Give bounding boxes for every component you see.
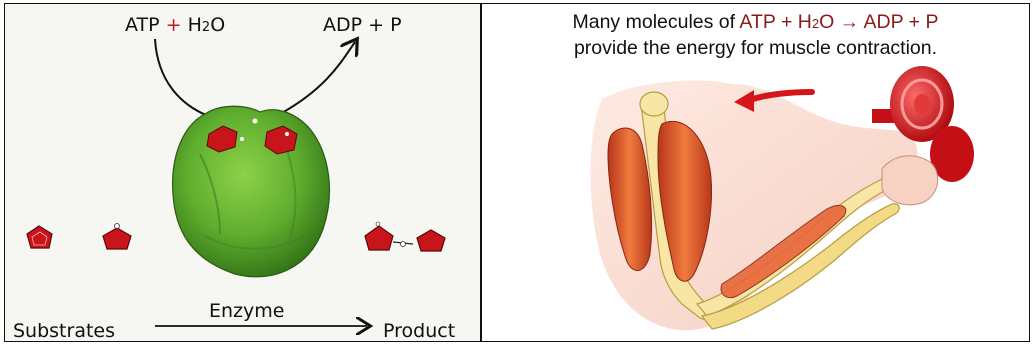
arm-illustration — [482, 4, 1029, 341]
enzyme-illustration — [5, 4, 480, 341]
atp-h2o-label: ATP + H2O — [125, 14, 225, 36]
fist — [882, 156, 938, 205]
product-label: Product — [383, 320, 455, 341]
substrate-molecule-2 — [103, 224, 131, 250]
adp-p-label: ADP + P — [323, 14, 402, 36]
product-molecule — [365, 222, 445, 251]
muscle-contraction-panel: Many molecules of ATP + H2O → ADP + P pr… — [482, 4, 1029, 341]
enzyme-blob — [173, 106, 330, 277]
enzyme-diagram-panel: ATP + H2O ADP + P Enzyme Substrates Prod… — [5, 4, 480, 341]
substrates-label: Substrates — [13, 320, 115, 341]
enzyme-label: Enzyme — [209, 300, 284, 322]
substrate-molecule-1 — [27, 226, 52, 248]
